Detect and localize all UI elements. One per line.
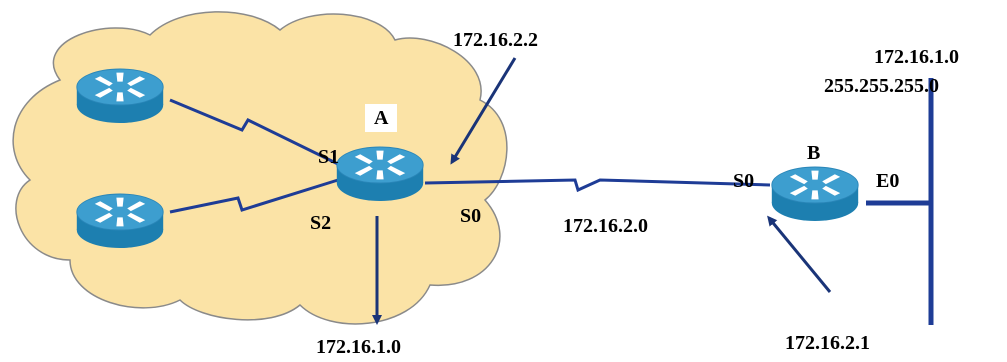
interface-b-e0: E0 <box>876 170 900 192</box>
link-a-b <box>424 178 771 193</box>
router-a-ip: 172.16.2.2 <box>453 29 538 51</box>
serial-link-network: 172.16.2.0 <box>563 215 648 237</box>
interface-a-s0: S0 <box>460 205 482 227</box>
interface-a-s2: S2 <box>310 212 332 234</box>
router-icon <box>76 68 164 124</box>
router-b-ip: 172.16.2.1 <box>785 332 870 354</box>
router-a-icon <box>336 146 424 202</box>
arrow-to-b <box>767 215 832 293</box>
link-s2 <box>169 178 339 214</box>
router-b-icon <box>771 166 859 222</box>
router-b-label: B <box>807 142 821 164</box>
interface-b-s0: S0 <box>733 170 755 192</box>
ethernet-network: 172.16.1.0 <box>874 46 959 68</box>
link-s1 <box>169 98 341 167</box>
route-network: 172.16.1.0 <box>316 336 401 358</box>
network-cloud <box>12 11 508 325</box>
router-icon <box>76 193 164 249</box>
ethernet-mask: 255.255.255.0 <box>824 75 939 97</box>
interface-a-s1: S1 <box>318 146 340 168</box>
router-a-label: A <box>365 104 398 132</box>
arrow-to-a <box>450 57 517 165</box>
